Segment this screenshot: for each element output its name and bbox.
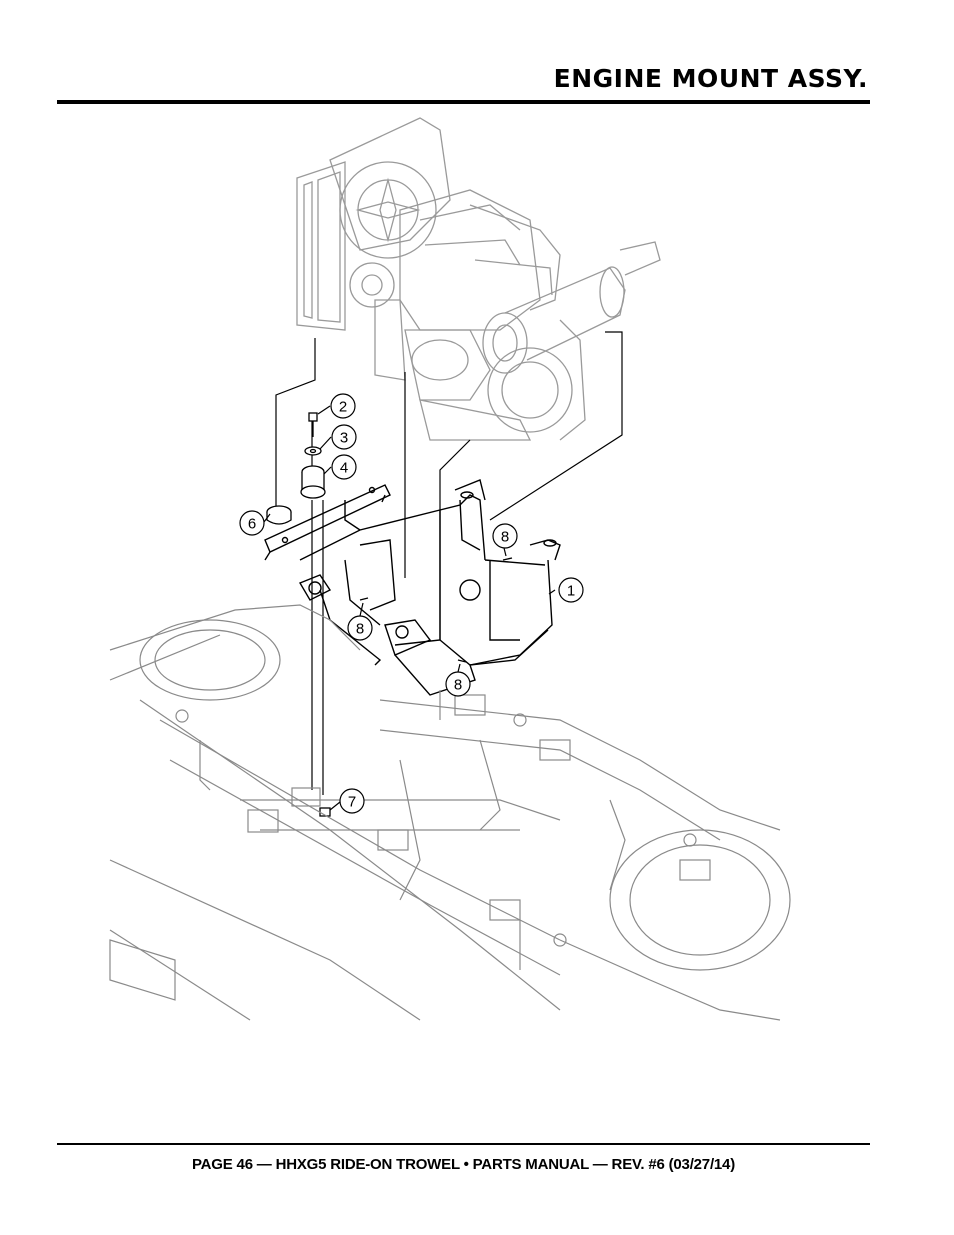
callout-8c	[445, 671, 471, 697]
callout-label: 8	[454, 677, 462, 694]
callout-2	[330, 393, 356, 419]
callout-label: 4	[340, 460, 348, 477]
footer-rule	[57, 1143, 870, 1145]
callout-6	[239, 510, 265, 536]
callout-8a	[492, 523, 518, 549]
callout-label: 7	[348, 794, 356, 811]
page-footer: PAGE 46 — HHXG5 RIDE-ON TROWEL • PARTS M…	[191, 1156, 735, 1173]
callout-label: 8	[501, 529, 509, 546]
callout-label: 1	[567, 583, 575, 600]
engine-illustration	[296, 117, 661, 441]
callout-label: 6	[248, 516, 256, 533]
page-title: ENGINE MOUNT ASSY.	[553, 64, 868, 93]
callout-1	[558, 577, 584, 603]
callout-label: 8	[356, 621, 364, 638]
callout-label: 2	[339, 399, 347, 416]
callout-7	[339, 788, 365, 814]
callout-labels: 1 2 3 4 6 7 8 8 8	[248, 399, 575, 811]
callout-8b	[347, 615, 373, 641]
engine-mount-frame	[264, 479, 561, 696]
trowel-frame-illustration	[109, 604, 791, 1021]
callout-3	[331, 424, 357, 450]
callout-4	[331, 454, 357, 480]
header-rule	[57, 100, 870, 104]
callout-label: 3	[340, 430, 348, 447]
callouts	[239, 393, 584, 814]
